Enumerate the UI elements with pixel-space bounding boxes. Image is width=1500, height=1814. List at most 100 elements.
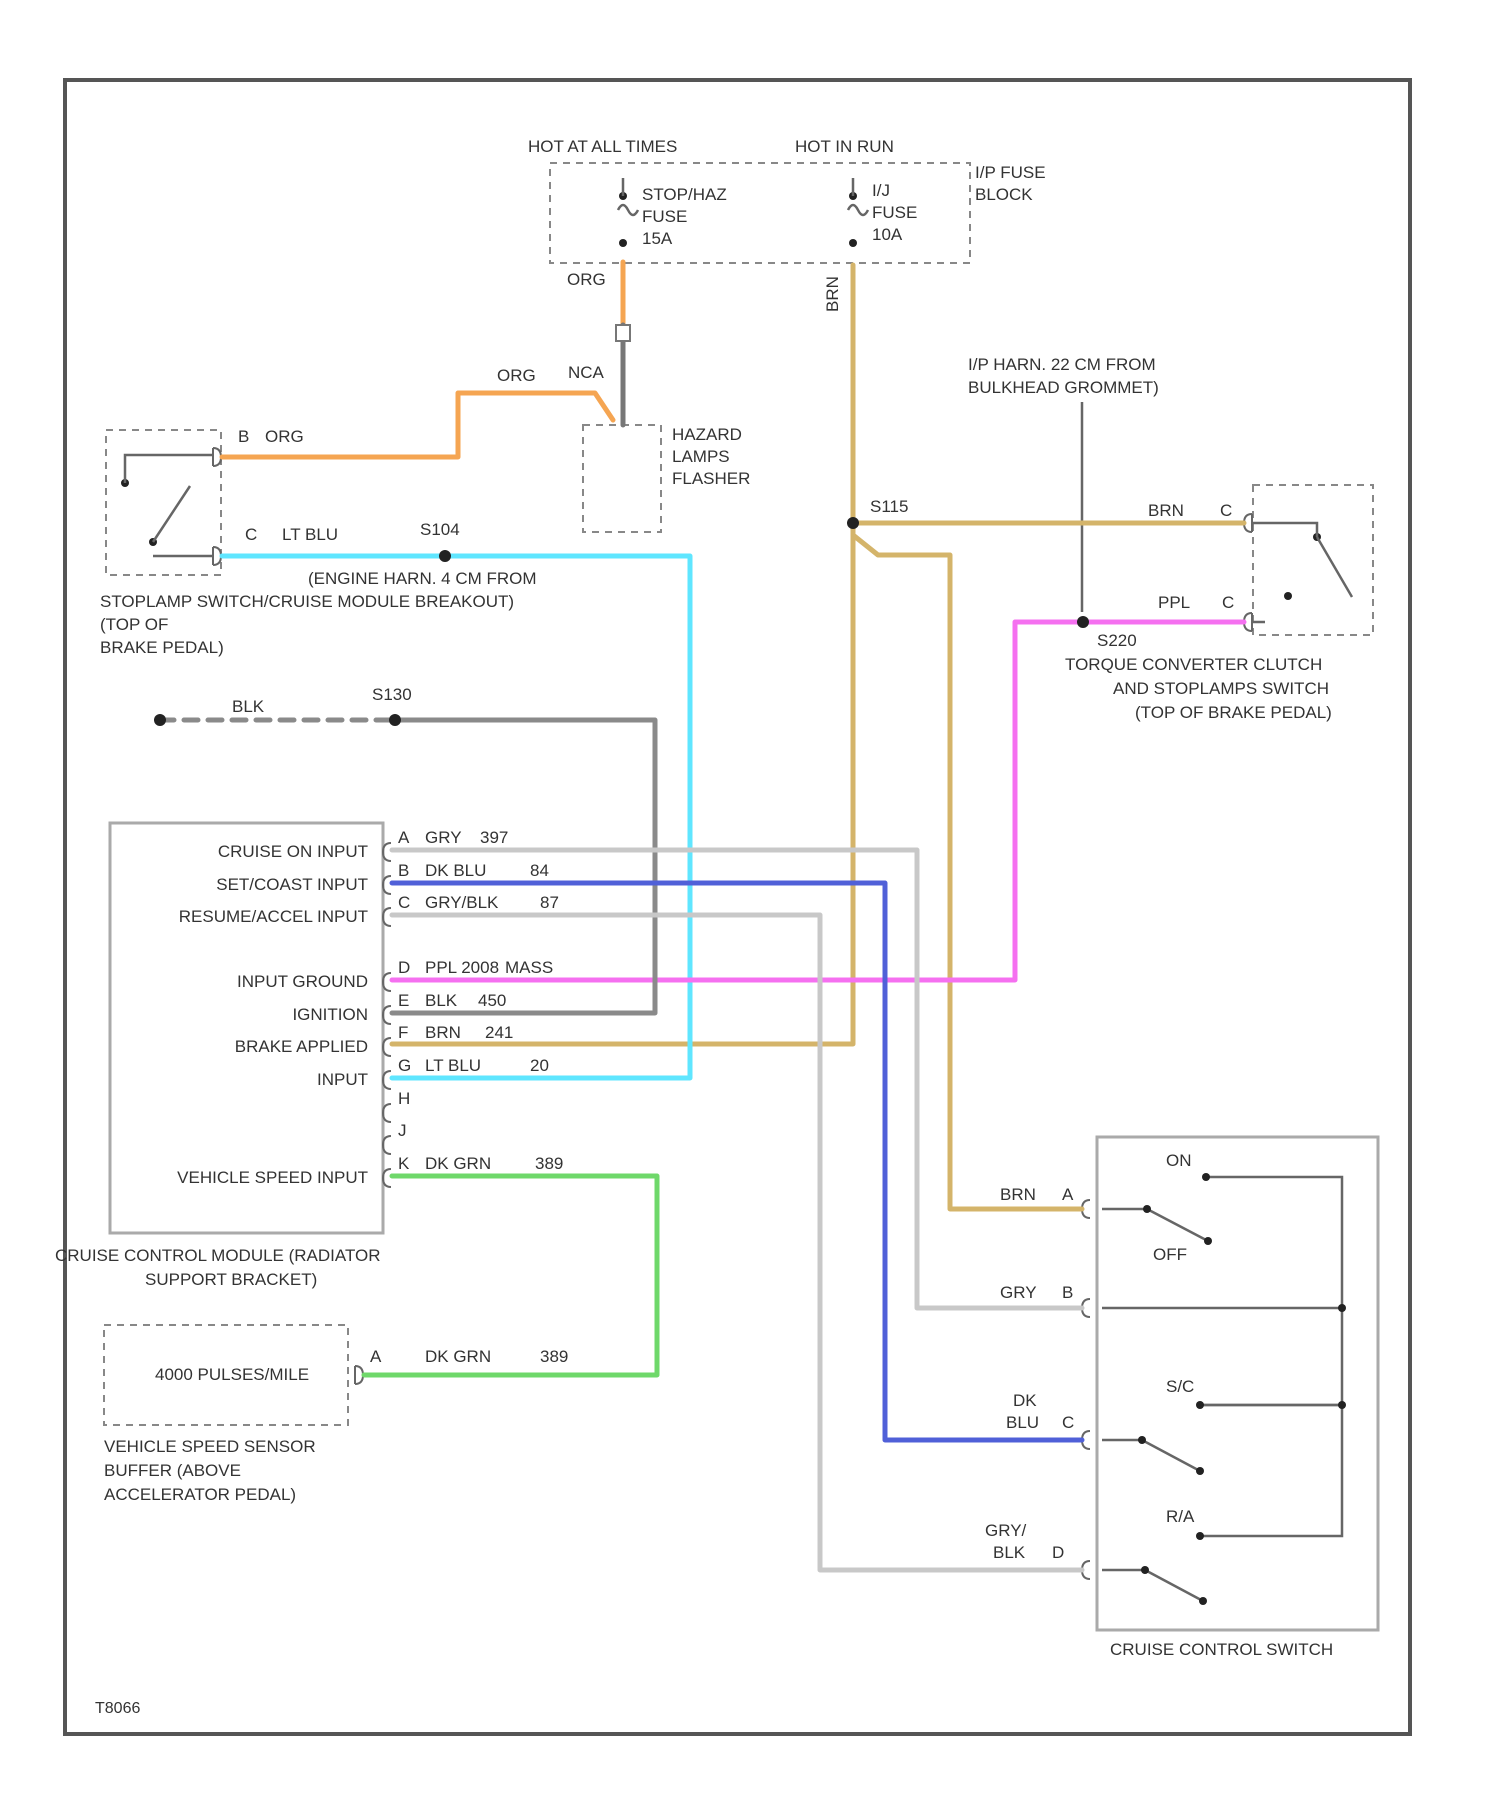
module-label-input-ground: INPUT GROUND	[237, 972, 368, 991]
fuse-block-name-2: BLOCK	[975, 185, 1033, 204]
torque-ppl-label: PPL	[1158, 593, 1190, 612]
torque-pin-c-ppl: C	[1222, 593, 1234, 612]
splice-s104	[439, 550, 451, 562]
vss-text: 4000 PULSES/MILE	[155, 1365, 309, 1384]
switch-d-wire-2: BLK	[993, 1543, 1026, 1562]
fuse-block: HOT AT ALL TIMES HOT IN RUN I/P FUSE BLO…	[528, 137, 1046, 263]
cruise-control-switch: ON OFF S/C R/A BRN A GRY B DK BLU C GRY/…	[985, 1137, 1378, 1659]
stoplamp-pin-b: B	[238, 427, 249, 446]
wire-orange-stoplamp	[222, 393, 613, 457]
switch-c-wire-2: BLU	[1006, 1413, 1039, 1432]
module-label-ignition: IGNITION	[292, 1005, 368, 1024]
pin-f-wire: BRN	[425, 1023, 461, 1042]
vss-circuit: 389	[540, 1347, 568, 1366]
module-label-set-coast: SET/COAST INPUT	[216, 875, 368, 894]
pin-a-wire: GRY	[425, 828, 462, 847]
pin-f-letter: F	[398, 1023, 408, 1042]
torque-label-1: TORQUE CONVERTER CLUTCH	[1065, 655, 1322, 674]
vss-label-3: ACCELERATOR PEDAL)	[104, 1485, 296, 1504]
cruise-switch-label: CRUISE CONTROL SWITCH	[1110, 1640, 1333, 1659]
switch-b-wire: GRY	[1000, 1283, 1037, 1302]
pin-d-circuit: MASS	[505, 958, 553, 977]
hazard-flasher-label-2: LAMPS	[672, 447, 730, 466]
pin-a-letter: A	[398, 828, 410, 847]
torque-converter-switch: I/P HARN. 22 CM FROM BULKHEAD GROMMET) C…	[968, 355, 1373, 722]
pin-b-letter: B	[398, 861, 409, 880]
wire-dk-grn-vss	[364, 1176, 657, 1375]
pin-k-circuit: 389	[535, 1154, 563, 1173]
torque-label-2: AND STOPLAMPS SWITCH	[1113, 679, 1329, 698]
stoplamp-switch-outline	[106, 430, 221, 575]
module-name-2: SUPPORT BRACKET)	[145, 1270, 317, 1289]
switch-on-label: ON	[1166, 1151, 1192, 1170]
pin-g-circuit: 20	[530, 1056, 549, 1075]
switch-c-wire-1: DK	[1013, 1391, 1037, 1410]
ic-fuse-rating: 10A	[872, 225, 903, 244]
flasher-wire-b-label: NCA	[568, 363, 605, 382]
ground-point	[154, 714, 166, 726]
figure-id: T8066	[95, 1700, 140, 1717]
torque-harness-note-1: I/P HARN. 22 CM FROM	[968, 355, 1156, 374]
stop-fuse-label: FUSE	[642, 207, 687, 226]
pin-c-letter: C	[398, 893, 410, 912]
stoplamp-switch: B ORG C LT BLU S104 (ENGINE HARN. 4 CM F…	[100, 427, 537, 657]
switch-internal-bus	[1102, 1177, 1342, 1570]
splice-s130	[389, 714, 401, 726]
stoplamp-pin-c: C	[245, 525, 257, 544]
stop-fuse-rating: 15A	[642, 229, 673, 248]
hazard-flasher-label-3: FLASHER	[672, 469, 750, 488]
module-label-vehicle-speed: VEHICLE SPEED INPUT	[177, 1168, 368, 1187]
vss-label-2: BUFFER (ABOVE	[104, 1461, 241, 1480]
pin-e-letter: E	[398, 991, 409, 1010]
switch-d-pin: D	[1052, 1543, 1064, 1562]
switch-off-label: OFF	[1153, 1245, 1187, 1264]
flasher-wire-a-label: ORG	[497, 366, 536, 385]
ic-fuse-label: FUSE	[872, 203, 917, 222]
pin-g-letter: G	[398, 1056, 411, 1075]
stop-haz-fuse: STOP/HAZ FUSE 15A	[618, 178, 727, 248]
vss-label-1: VEHICLE SPEED SENSOR	[104, 1437, 316, 1456]
ic-feed-wire-label: BRN	[823, 276, 842, 312]
splice-s104-label: S104	[420, 520, 460, 539]
pin-c-circuit: 87	[540, 893, 559, 912]
vss-pin: A	[370, 1347, 382, 1366]
torque-label-3: (TOP OF BRAKE PEDAL)	[1135, 703, 1332, 722]
ground-wire-label: BLK	[232, 697, 265, 716]
stoplamp-label-3: BRAKE PEDAL)	[100, 638, 224, 657]
pin-k-wire: DK GRN	[425, 1154, 491, 1173]
pin-e-circuit: 450	[478, 991, 506, 1010]
stoplamp-harness-note: (ENGINE HARN. 4 CM FROM	[308, 569, 537, 588]
stoplamp-pin-b-wire: ORG	[265, 427, 304, 446]
module-label-cruise-on: CRUISE ON INPUT	[218, 842, 368, 861]
module-label-resume-accel: RESUME/ACCEL INPUT	[179, 907, 368, 926]
pin-f-circuit: 241	[485, 1023, 513, 1042]
switch-d-wire-1: GRY/	[985, 1521, 1027, 1540]
switch-ra-label: R/A	[1166, 1507, 1195, 1526]
pin-b-wire: DK BLU	[425, 861, 486, 880]
cruise-control-module: CRUISE ON INPUT SET/COAST INPUT RESUME/A…	[55, 823, 563, 1289]
torque-harness-note-2: BULKHEAD GROMMET)	[968, 378, 1159, 397]
pin-d-wire: PPL 2008	[425, 958, 499, 977]
switch-a-pin: A	[1062, 1185, 1074, 1204]
splice-s115	[847, 517, 859, 529]
cruise-switch-outline	[1097, 1137, 1378, 1630]
pin-j-letter: J	[398, 1121, 407, 1140]
pin-c-wire: GRY/BLK	[425, 893, 499, 912]
switch-c-pin: C	[1062, 1413, 1074, 1432]
stoplamp-label-2: (TOP OF	[100, 615, 168, 634]
splice-s220	[1077, 616, 1089, 628]
splice-s220-label: S220	[1097, 631, 1137, 650]
flasher-wire-top-label: ORG	[567, 270, 606, 289]
pin-d-letter: D	[398, 958, 410, 977]
pin-g-wire: LT BLU	[425, 1056, 481, 1075]
stoplamp-pin-c-wire: LT BLU	[282, 525, 338, 544]
splice-s115-label: S115	[870, 497, 908, 516]
pin-b-circuit: 84	[530, 861, 549, 880]
pin-a-circuit: 397	[480, 828, 508, 847]
torque-switch-outline	[1253, 485, 1373, 635]
switch-a-wire: BRN	[1000, 1185, 1036, 1204]
vss-wire: DK GRN	[425, 1347, 491, 1366]
fuse-block-name-1: I/P FUSE	[975, 163, 1046, 182]
pin-e-wire: BLK	[425, 991, 458, 1010]
